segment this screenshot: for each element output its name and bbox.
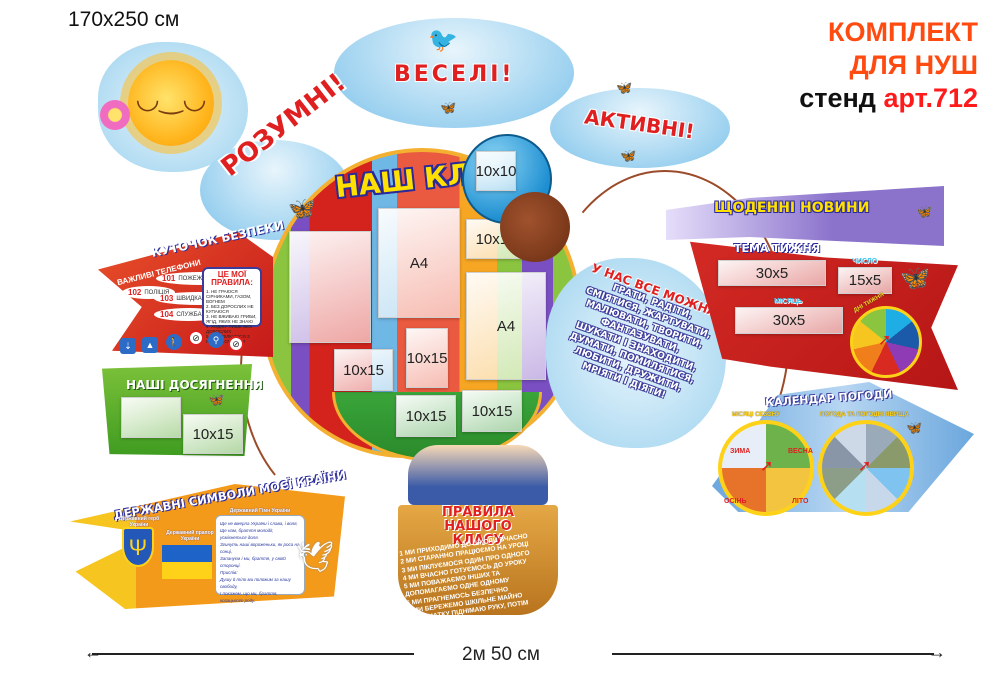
cloud-veseli [334, 18, 574, 128]
dimension-line-left [92, 653, 414, 655]
theme-week-label: ТЕМА ТИЖНЯ [734, 242, 821, 255]
pocket-a4-right[interactable]: A4 [466, 272, 546, 380]
cloud-veseli-text: ВЕСЕЛІ! [394, 62, 515, 87]
butterfly-icon: 🦋 [906, 420, 923, 435]
butterfly-icon: 🦋 [208, 392, 225, 407]
pocket-label: 15x5 [848, 272, 882, 289]
kids-illustration [408, 445, 548, 505]
pocket-10x10[interactable]: 10x10 [476, 151, 516, 191]
my-rule: 3. НЕ ВЖИВАЮ ГРИБИ, ЯГІД, ЯКИХ НЕ ЗНАЮ [206, 314, 257, 324]
season-winter: ЗИМА [730, 448, 751, 455]
winnie-bear-icon [500, 192, 570, 262]
month-pocket[interactable]: 30x5 [735, 307, 843, 334]
article-number: арт.712 [883, 83, 978, 113]
wheel-arrow-icon: ➚ [760, 458, 774, 475]
season-spring: ВЕСНА [788, 448, 813, 455]
class-rules-title: ПРАВИЛА НАШОГО КЛАСУ [441, 505, 515, 548]
achievements-pocket-10x15[interactable]: 10x15 [183, 414, 243, 454]
promo-line-2: ДЛЯ НУШ [849, 50, 978, 80]
pocket-10x15-center[interactable]: 10x15 [406, 328, 448, 388]
width-label: 2м 50 см [462, 644, 540, 665]
seasons-label: МІСЯЦІ СЕЗОНУ [732, 412, 780, 418]
butterfly-icon: 🦋 [616, 80, 633, 95]
stand-dimensions: 170x250 см [68, 8, 180, 31]
crosswalk-sign-icon: ▲ [142, 337, 158, 353]
cloud-aktyvni [550, 88, 730, 168]
theme-week-pocket[interactable]: 30x5 [718, 260, 826, 286]
season-autumn: ОСІНЬ [724, 498, 747, 505]
sun-icon: ◡‿◡ [128, 60, 214, 146]
number-pocket[interactable]: 15x5 [838, 267, 892, 294]
my-rule: 5. НЕ СПІЛКУЮСЯ З НЕЗНАЙОМЦЯМИ [206, 334, 250, 344]
pocket-10x15-bottom-left[interactable]: 10x15 [396, 395, 456, 437]
cando-cloud [546, 258, 726, 448]
pocket-label: 10x15 [192, 425, 234, 443]
butterfly-icon: 🦋 [916, 204, 933, 219]
flag-label: Державний прапор України [166, 530, 214, 542]
pocket-label: 10x15 [405, 407, 447, 425]
ukraine-flag-icon [162, 545, 212, 579]
anthem-scroll: Ще не вмерла України і слава, і воля, Ще… [215, 515, 305, 603]
no-bicycles-sign-icon: ⊘ [228, 336, 244, 352]
weekdays-wheel[interactable] [850, 306, 922, 378]
my-rule: 2. БЕЗ ДОРОСЛИХ НЕ КУПАЮСЯ [206, 304, 254, 314]
promo-line-3: стенд арт.712 [799, 82, 978, 115]
promo-prefix: стенд [799, 83, 884, 113]
weather-phenomena-wheel[interactable] [818, 420, 914, 516]
pocket-label: 10x10 [475, 162, 517, 180]
butterfly-icon: 🦋 [288, 196, 316, 221]
anthem-label: Державний Гімн України [229, 508, 291, 514]
bicycle-sign-icon: ⚲ [208, 332, 224, 348]
daily-news-title: ЩОДЕННІ НОВИНИ [714, 200, 870, 216]
my-rule: 1. НЕ ГРАЮСЯ СІРНИКАМИ, ГАЗОМ, ВОГНЕМ [206, 289, 252, 304]
sun-face-icon: ◡‿◡ [135, 83, 207, 114]
basket [398, 505, 558, 615]
wheel-arrow-icon: ➚ [858, 458, 872, 475]
achievements-pocket-1[interactable] [121, 397, 181, 438]
pocket-label: 10x15 [471, 402, 513, 420]
my-rule: 4. ХОДЖУ ЛИШЕ БЕЗ ДОРОСЛИХ [206, 324, 252, 334]
bird-icon: 🐦 [428, 27, 458, 54]
pocket-label: 10x15 [406, 349, 448, 367]
flower-icon [100, 100, 130, 130]
achievements-title: НАШІ ДОСЯГНЕННЯ [126, 378, 263, 392]
butterfly-icon: 🦋 [440, 100, 457, 115]
pocket-10x15-left[interactable]: 10x15 [334, 349, 393, 391]
my-rules-box: ЦЕ МОЇ ПРАВИЛА: 1. НЕ ГРАЮСЯ СІРНИКАМИ, … [202, 267, 262, 344]
pocket-label: A4 [409, 254, 429, 272]
pocket-label: A4 [496, 317, 516, 335]
promo-block: КОМПЛЕКТ ДЛЯ НУШ стенд арт.712 [799, 16, 978, 115]
pocket-a4-left[interactable]: A4 [378, 208, 460, 318]
pocket-label: 10x15 [343, 361, 384, 379]
underpass-sign-icon: ⇣ [120, 338, 136, 354]
pocket-10x15-bottom-right[interactable]: 10x15 [462, 390, 522, 432]
butterfly-icon: 🦋 [620, 148, 637, 163]
coat-label: Державний герб України [118, 516, 160, 528]
arrow-right-icon: → [928, 642, 946, 662]
number-label: ЧИСЛО [852, 258, 878, 265]
trident-coat-of-arms-icon: Ψ [122, 527, 154, 567]
my-rules-title: ЦЕ МОЇ ПРАВИЛА: [211, 270, 253, 287]
season-summer: ЛІТО [792, 498, 809, 505]
promo-line-1: КОМПЛЕКТ [828, 17, 978, 47]
seasons-wheel[interactable] [718, 420, 814, 516]
arrow-left-icon: ← [84, 642, 102, 662]
dimension-line-right [612, 653, 934, 655]
wheel-arrow-icon: ➚ [878, 332, 892, 349]
no-pedestrians-sign-icon: ⊘ [188, 330, 204, 346]
pocket-label: 30x5 [772, 312, 806, 329]
pedestrian-sign-icon: 🚶 [166, 334, 182, 350]
butterfly-icon: 🦋 [900, 265, 930, 292]
dove-icon: 🕊 [296, 541, 335, 574]
month-label: МІСЯЦЬ [774, 298, 803, 305]
phenomena-label: ПОГОДА ТА ПОГОДНІ ЯВИЩА [820, 412, 909, 418]
pocket-label: 30x5 [755, 264, 789, 282]
photo-pocket-large[interactable] [289, 231, 371, 343]
